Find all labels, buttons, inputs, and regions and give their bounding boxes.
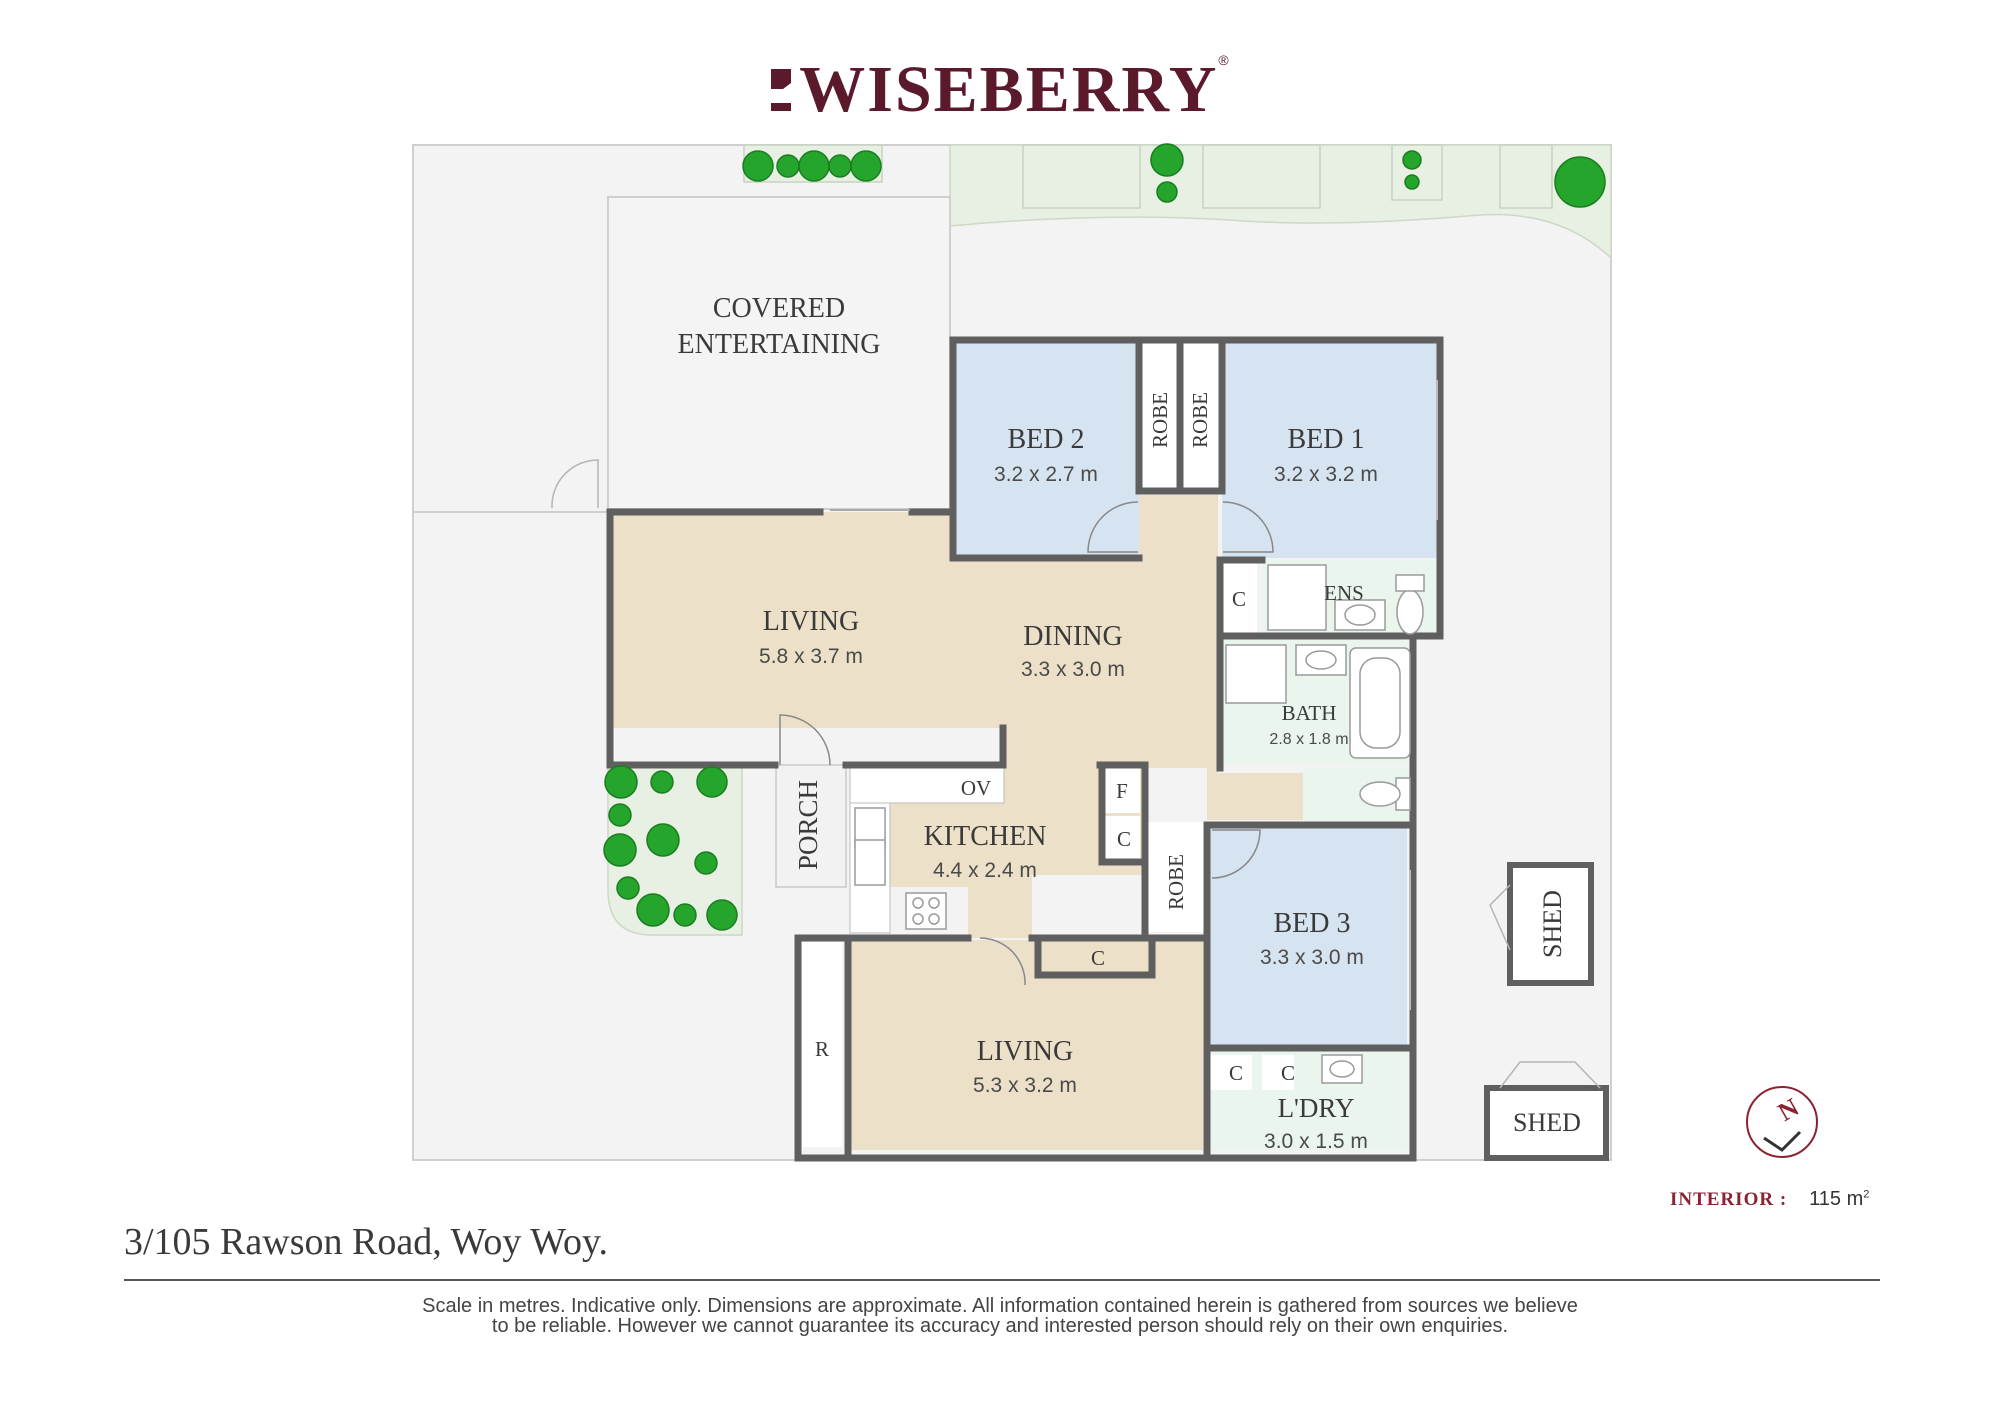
shed-bottom-label: SHED — [1513, 1108, 1581, 1137]
dining-label: DINING — [1023, 621, 1123, 652]
kitchen-cupboard — [1102, 816, 1140, 861]
laundry-cupboard-label: C — [1281, 1061, 1295, 1085]
garden-bed — [1202, 144, 1321, 209]
laundry-cupboard-label: C — [1229, 1061, 1243, 1085]
shed-door-swing — [1489, 884, 1511, 951]
kitchen-label: KITCHEN — [924, 821, 1047, 852]
store-room — [802, 942, 842, 1147]
door-swing — [1222, 501, 1274, 553]
kitchen-bench — [849, 767, 1005, 804]
interior-label: INTERIOR : — [1670, 1189, 1788, 1210]
covered-entertaining-label-2: ENTERTAINING — [678, 329, 881, 360]
bed2-room — [953, 341, 1139, 558]
bed3-room — [1207, 825, 1407, 1045]
bed2-label: BED 2 — [1008, 424, 1085, 455]
door-swing — [1087, 501, 1139, 553]
laundry-cupboard — [1209, 1055, 1252, 1090]
brand-registered-mark: ® — [1218, 52, 1229, 68]
fridge-space — [1102, 768, 1140, 813]
brand-logo: WISEBERRY® — [0, 52, 2000, 128]
laundry-label: L'DRY — [1278, 1093, 1355, 1123]
bath-label: BATH — [1282, 701, 1337, 725]
plants — [603, 143, 1606, 931]
door-swing — [1211, 829, 1261, 879]
ensuite-cupboard — [1222, 560, 1257, 635]
shed-bottom — [1484, 1085, 1609, 1161]
disclaimer: Scale in metres. Indicative only. Dimens… — [300, 1296, 1700, 1336]
covered-entertaining-label-1: COVERED — [713, 293, 845, 324]
garden-bed — [1499, 144, 1553, 209]
bath-dims: 2.8 x 1.8 m — [1269, 731, 1348, 748]
hall-cupboard-label: C — [1091, 946, 1105, 970]
laundry-dims: 3.0 x 1.5 m — [1264, 1130, 1368, 1153]
living-bottom-dims: 5.3 x 3.2 m — [973, 1074, 1077, 1097]
bed3-label: BED 3 — [1274, 908, 1351, 939]
porch-label: PORCH — [793, 780, 823, 870]
store-label: R — [815, 1037, 829, 1061]
walls — [606, 336, 1444, 1162]
bed3-dims: 3.3 x 3.0 m — [1260, 946, 1364, 969]
door-swing — [779, 714, 831, 766]
ensuite-label: ENS — [1324, 581, 1364, 605]
bed1-label: BED 1 — [1288, 424, 1365, 455]
living-bottom-label: LIVING — [977, 1036, 1073, 1067]
gate-swing — [551, 459, 599, 509]
shed-side-label: SHED — [1538, 890, 1567, 958]
living-top-label: LIVING — [763, 606, 859, 637]
robe-bed3-label: ROBE — [1164, 854, 1188, 910]
robe-bed2-label: ROBE — [1148, 392, 1172, 448]
oven-label: OV — [961, 776, 991, 800]
brand-mark-icon — [771, 69, 792, 111]
kitchen-cupboard-label: C — [1117, 827, 1131, 851]
kitchen-dims: 4.4 x 2.4 m — [933, 859, 1037, 882]
ensuite-cupboard-label: C — [1232, 587, 1246, 611]
robe-bed1 — [1180, 341, 1222, 491]
dining-dims: 3.3 x 3.0 m — [1021, 658, 1125, 681]
disclaimer-line-1: Scale in metres. Indicative only. Dimens… — [422, 1295, 1578, 1317]
interior-unit-superscript: 2 — [1863, 1188, 1870, 1201]
robe-bed2 — [1139, 341, 1180, 491]
divider — [124, 1279, 1880, 1281]
property-address: 3/105 Rawson Road, Woy Woy. — [124, 1221, 609, 1263]
bed1-dims: 3.2 x 3.2 m — [1274, 463, 1378, 486]
north-arrow-icon: N — [1746, 1086, 1818, 1158]
living-top-dims: 5.8 x 3.7 m — [759, 645, 863, 668]
bed2-dims: 3.2 x 2.7 m — [994, 463, 1098, 486]
interior-area: INTERIOR : 115 m2 — [1670, 1188, 1869, 1211]
robe-bed3 — [1145, 822, 1205, 932]
laundry-cupboard — [1262, 1055, 1294, 1090]
bed1-room — [1222, 341, 1437, 558]
fridge-label: F — [1116, 779, 1128, 803]
fixtures — [854, 564, 1425, 1084]
shed-side — [1507, 862, 1594, 986]
porch-area — [775, 764, 847, 888]
door-swing — [979, 937, 1026, 986]
shed-door-swing — [1499, 1061, 1601, 1089]
disclaimer-line-2: to be reliable. However we cannot guaran… — [491, 1315, 1509, 1337]
interior-value: 115 m — [1809, 1188, 1864, 1210]
garden-bed — [1022, 144, 1141, 209]
robe-bed1-label: ROBE — [1188, 392, 1212, 448]
brand-name: WISEBERRY — [799, 53, 1219, 126]
